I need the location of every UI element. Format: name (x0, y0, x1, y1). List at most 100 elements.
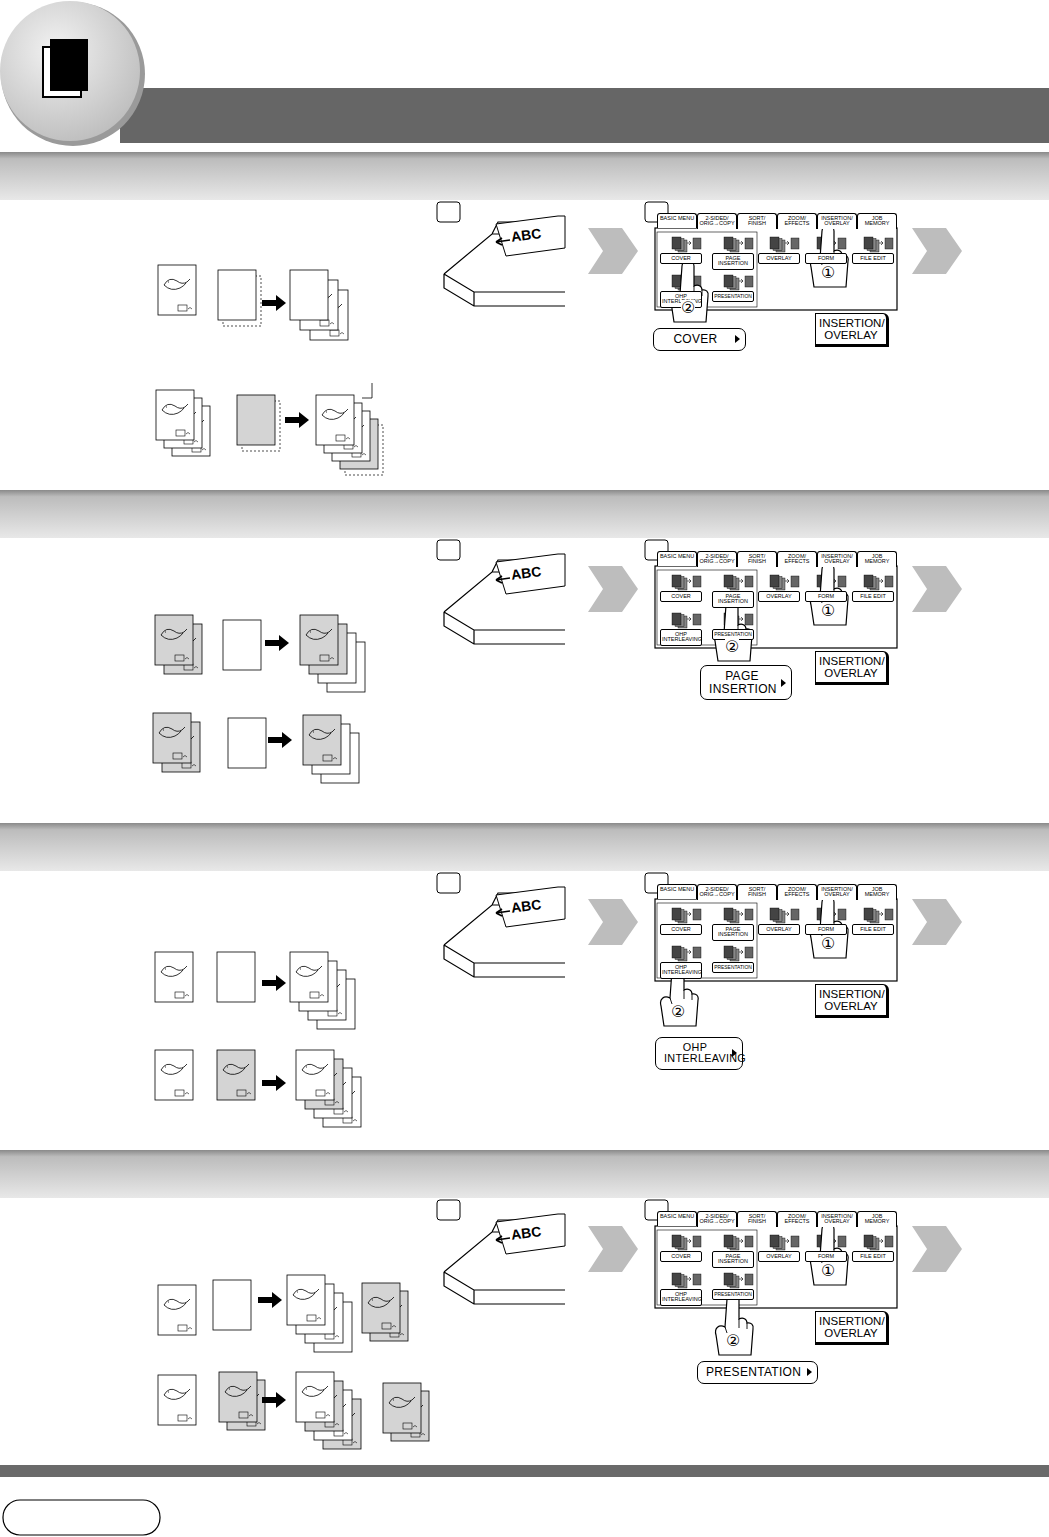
document-feeder (444, 554, 565, 644)
paper-sheet (237, 395, 280, 451)
node-text: PRESENTATION (714, 965, 752, 970)
button-icon (724, 908, 753, 923)
node-text: JOB MEMORY (859, 554, 895, 566)
node-text: FILE EDIT (854, 256, 892, 262)
node-text: OVERLAY (760, 927, 798, 933)
menu-tab: 2-SIDED/ ORIG→COPY (697, 551, 737, 567)
button-icon (724, 575, 753, 590)
paper-sheet (287, 1275, 325, 1325)
node-text: OHP INTERLEAVING (662, 1292, 700, 1304)
step-callout-number: ② (725, 639, 739, 655)
menu-tab: INSERTION/ OVERLAY (817, 213, 857, 229)
button-icon (864, 575, 893, 590)
node-text: SORT/ FINISH (739, 1214, 775, 1226)
panel-button: FORM (805, 591, 847, 602)
paper-sheet (218, 270, 261, 326)
node-text: COVER (662, 594, 700, 600)
node-text: OHP INTERLEAVING (662, 965, 700, 977)
step-arrow (588, 566, 638, 612)
panel-button: PRESENTATION (712, 962, 754, 973)
menu-tab: JOB MEMORY (857, 1211, 897, 1227)
panel-button: OVERLAY (758, 253, 800, 264)
button-icon (672, 237, 701, 252)
paper-sheet (155, 1050, 193, 1100)
node-text: COVER (662, 927, 700, 933)
paper-sheet (155, 615, 193, 665)
node-text: INSERTION/ OVERLAY (819, 554, 855, 566)
step-callout-number: ① (821, 265, 835, 281)
node-text: INSERTION/ OVERLAY (819, 317, 883, 341)
touch-panel (655, 566, 897, 648)
header-band (120, 88, 1049, 143)
node-text: SORT/ FINISH (739, 216, 775, 228)
button-icon (724, 1273, 753, 1288)
node-text: PAGE INSERTION (714, 1254, 752, 1266)
menu-tab: SORT/ FINISH (737, 551, 777, 567)
menu-tab: BASIC MENU (657, 213, 697, 228)
button-callout: OHP INTERLEAVING (655, 1037, 743, 1070)
step-arrow (912, 566, 962, 612)
paper-sheet (290, 270, 328, 320)
paper-sheet (223, 620, 261, 670)
step-arrow (912, 1226, 962, 1272)
step-callout-number: ① (821, 1263, 835, 1279)
button-icon (770, 575, 799, 590)
node-text: BASIC MENU (659, 887, 695, 893)
panel-button: OHP INTERLEAVING (660, 1289, 702, 1306)
paper-sheet (296, 1050, 334, 1100)
button-group (657, 1230, 757, 1305)
document-feeder (444, 216, 565, 306)
node-text: JOB MEMORY (859, 887, 895, 899)
document-text: ABC (510, 564, 542, 582)
document-text: ABC (510, 1224, 542, 1242)
button-icon (864, 1235, 893, 1250)
paper-sheet (219, 1372, 257, 1422)
node-text: ZOOM/ EFFECTS (779, 1214, 815, 1226)
node-text: INSERTION/ OVERLAY (819, 216, 855, 228)
section-2 (0, 823, 1049, 1127)
menu-tab: 2-SIDED/ ORIG→COPY (697, 213, 737, 229)
step-callout-number: ② (726, 1333, 740, 1349)
node-text: COVER (662, 256, 700, 262)
result-arrow (262, 1075, 286, 1091)
node-text: COVER (662, 333, 729, 346)
button-icon (672, 946, 701, 961)
panel-button: PRESENTATION (712, 1289, 754, 1300)
panel-button: COVER (660, 1251, 702, 1262)
document-feeder (444, 887, 565, 977)
panel-button: FORM (805, 1251, 847, 1262)
header-circle (0, 1, 140, 141)
menu-tab: JOB MEMORY (857, 884, 897, 900)
paper-sheet (296, 1372, 334, 1422)
button-icon (724, 237, 753, 252)
panel-button: OVERLAY (758, 1251, 800, 1262)
panel-button: FILE EDIT (852, 1251, 894, 1262)
tab-callout: INSERTION/ OVERLAY (815, 313, 889, 347)
section-bar (0, 490, 1049, 538)
document-icon-front (50, 39, 88, 91)
panel-button: FORM (805, 253, 847, 264)
panel-button: OHP INTERLEAVING (660, 629, 702, 646)
node-text: OHP INTERLEAVING (662, 632, 700, 644)
panel-button: FILE EDIT (852, 924, 894, 935)
section-bar (0, 152, 1049, 200)
result-arrow (265, 635, 289, 651)
button-callout: PRESENTATION (697, 1361, 818, 1384)
node-text: JOB MEMORY (859, 216, 895, 228)
button-callout: PAGE INSERTION (700, 665, 792, 700)
result-arrow (262, 1392, 286, 1408)
step-arrow (912, 228, 962, 274)
menu-tab: ZOOM/ EFFECTS (777, 1211, 817, 1227)
step-callout-number: ① (821, 603, 835, 619)
menu-tab: 2-SIDED/ ORIG→COPY (697, 1211, 737, 1227)
step-box (437, 202, 460, 222)
node-text: OVERLAY (760, 594, 798, 600)
touch-panel (655, 1226, 897, 1308)
header-circle-shadow (1, 2, 145, 146)
paper-sheet (213, 1280, 251, 1330)
pointing-hand (716, 1294, 754, 1355)
node-text: PRESENTATION (714, 294, 752, 299)
panel-button: OHP INTERLEAVING (660, 962, 702, 979)
panel-button: FILE EDIT (852, 253, 894, 264)
